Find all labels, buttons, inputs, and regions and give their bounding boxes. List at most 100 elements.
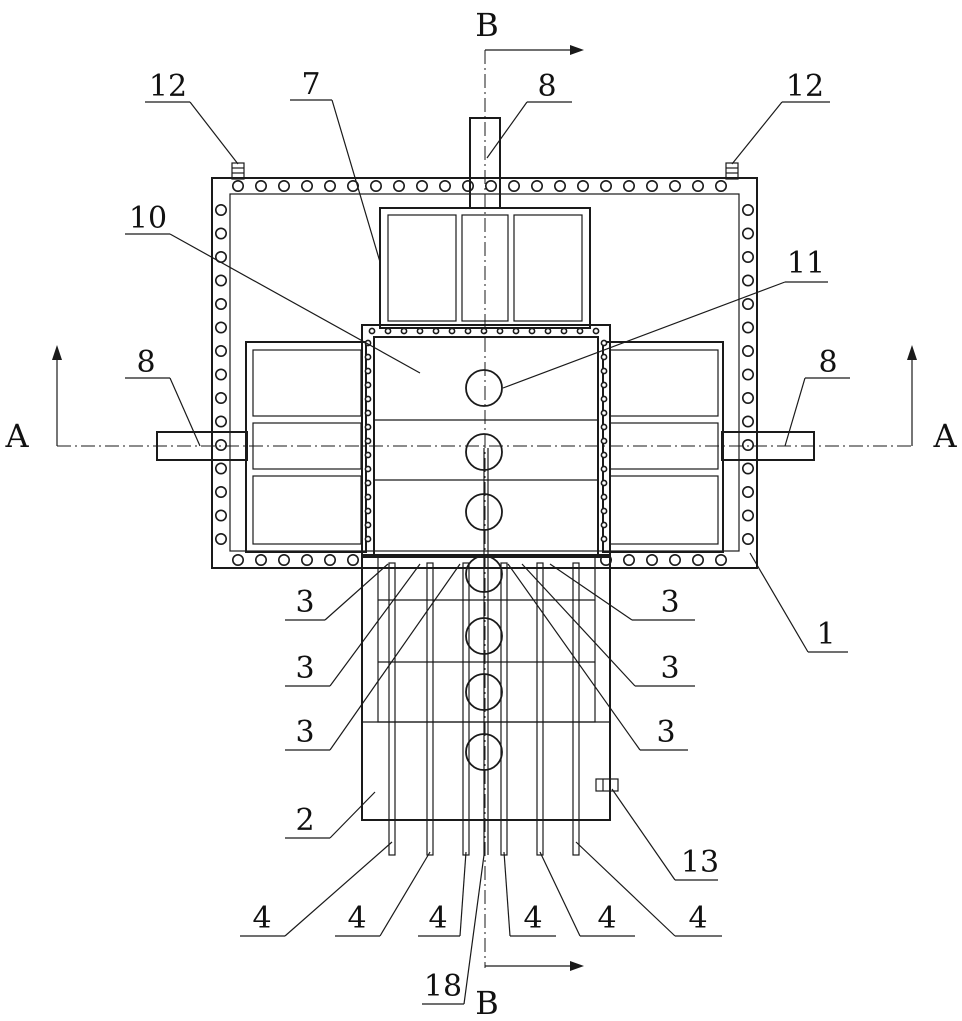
bolt-hole xyxy=(693,555,703,565)
label-18: 18 xyxy=(424,969,462,1004)
bolt-hole xyxy=(743,416,753,426)
flange-hole xyxy=(365,522,370,527)
flange-hole xyxy=(601,424,606,429)
bolt-hole xyxy=(693,181,703,191)
rod xyxy=(463,563,469,855)
flange-hole xyxy=(365,452,370,457)
bolt-hole xyxy=(279,181,289,191)
fitting-left-12 xyxy=(232,163,244,179)
label-8-top: 8 xyxy=(537,69,556,104)
flange-hole xyxy=(601,536,606,541)
section-mark-a-right: A xyxy=(932,417,957,455)
flange-hole xyxy=(561,328,566,333)
label-13: 13 xyxy=(681,845,719,880)
rods xyxy=(389,448,579,855)
rod xyxy=(501,563,507,855)
flange-hole xyxy=(601,508,606,513)
bolt-hole xyxy=(743,275,753,285)
flange-hole xyxy=(369,328,374,333)
bolt-hole xyxy=(486,181,496,191)
flange-hole xyxy=(385,328,390,333)
label-4-b: 4 xyxy=(347,901,366,936)
bolt-hole xyxy=(216,228,226,238)
flange-hole xyxy=(601,466,606,471)
bolt-hole xyxy=(578,181,588,191)
bolt-hole xyxy=(216,369,226,379)
bolt-hole xyxy=(279,555,289,565)
bolt-hole xyxy=(743,534,753,544)
rod xyxy=(573,563,579,855)
flange-hole xyxy=(601,410,606,415)
flange-hole xyxy=(529,328,534,333)
label-3-right-bottom: 3 xyxy=(656,715,675,750)
central-chamber xyxy=(362,325,610,557)
bolt-hole xyxy=(743,440,753,450)
flange-hole xyxy=(601,396,606,401)
fitting-13 xyxy=(596,779,618,791)
bolt-hole xyxy=(233,181,243,191)
bolt-hole xyxy=(256,181,266,191)
flange-hole xyxy=(417,328,422,333)
flange-hole xyxy=(601,382,606,387)
bolt-hole xyxy=(302,555,312,565)
label-8-right: 8 xyxy=(818,345,837,380)
flange-hole xyxy=(593,328,598,333)
flange-hole xyxy=(497,328,502,333)
bolt-hole xyxy=(624,555,634,565)
bolt-hole xyxy=(216,205,226,215)
flange-hole xyxy=(601,522,606,527)
flange-hole xyxy=(365,368,370,373)
label-4-d: 4 xyxy=(523,901,542,936)
label-4-a: 4 xyxy=(252,901,271,936)
fitting-right-12 xyxy=(726,163,738,179)
label-7: 7 xyxy=(301,67,320,102)
bolt-hole xyxy=(647,555,657,565)
section-mark-a-left: A xyxy=(4,417,29,455)
flange-hole xyxy=(449,328,454,333)
bolt-hole xyxy=(743,322,753,332)
flange-hole xyxy=(365,438,370,443)
flange-hole xyxy=(465,328,470,333)
label-12-left: 12 xyxy=(149,69,187,104)
bolt-hole xyxy=(670,555,680,565)
bolt-hole xyxy=(743,510,753,520)
label-3-right-top: 3 xyxy=(660,585,679,620)
bolt-hole xyxy=(647,181,657,191)
label-12-right: 12 xyxy=(786,69,824,104)
flange-hole xyxy=(365,410,370,415)
left-chamber xyxy=(246,342,366,552)
bolt-hole xyxy=(532,181,542,191)
bolt-hole xyxy=(743,487,753,497)
right-chamber xyxy=(603,342,723,552)
bolt-hole xyxy=(417,181,427,191)
large-opening xyxy=(466,370,502,406)
flange-hole xyxy=(481,328,486,333)
label-10: 10 xyxy=(129,201,167,236)
flange-hole xyxy=(365,494,370,499)
bolt-hole xyxy=(394,181,404,191)
bolt-hole xyxy=(216,440,226,450)
flange-hole xyxy=(401,328,406,333)
flange-hole xyxy=(601,340,606,345)
flange-hole xyxy=(545,328,550,333)
label-3-left-mid: 3 xyxy=(295,651,314,686)
flange-hole xyxy=(433,328,438,333)
bolt-hole xyxy=(216,275,226,285)
flange-hole xyxy=(601,452,606,457)
rod xyxy=(389,563,395,855)
bolt-hole xyxy=(216,534,226,544)
label-2: 2 xyxy=(295,803,314,838)
flange-hole xyxy=(601,494,606,499)
flange-hole xyxy=(365,354,370,359)
bolt-hole xyxy=(743,346,753,356)
bolt-hole xyxy=(716,181,726,191)
label-8-left: 8 xyxy=(136,345,155,380)
bolt-hole xyxy=(216,510,226,520)
bolt-hole xyxy=(716,555,726,565)
flange-hole xyxy=(365,480,370,485)
flange-hole xyxy=(601,480,606,485)
flange-hole xyxy=(601,438,606,443)
flange-hole xyxy=(601,368,606,373)
flange-hole xyxy=(513,328,518,333)
flange-hole xyxy=(365,396,370,401)
